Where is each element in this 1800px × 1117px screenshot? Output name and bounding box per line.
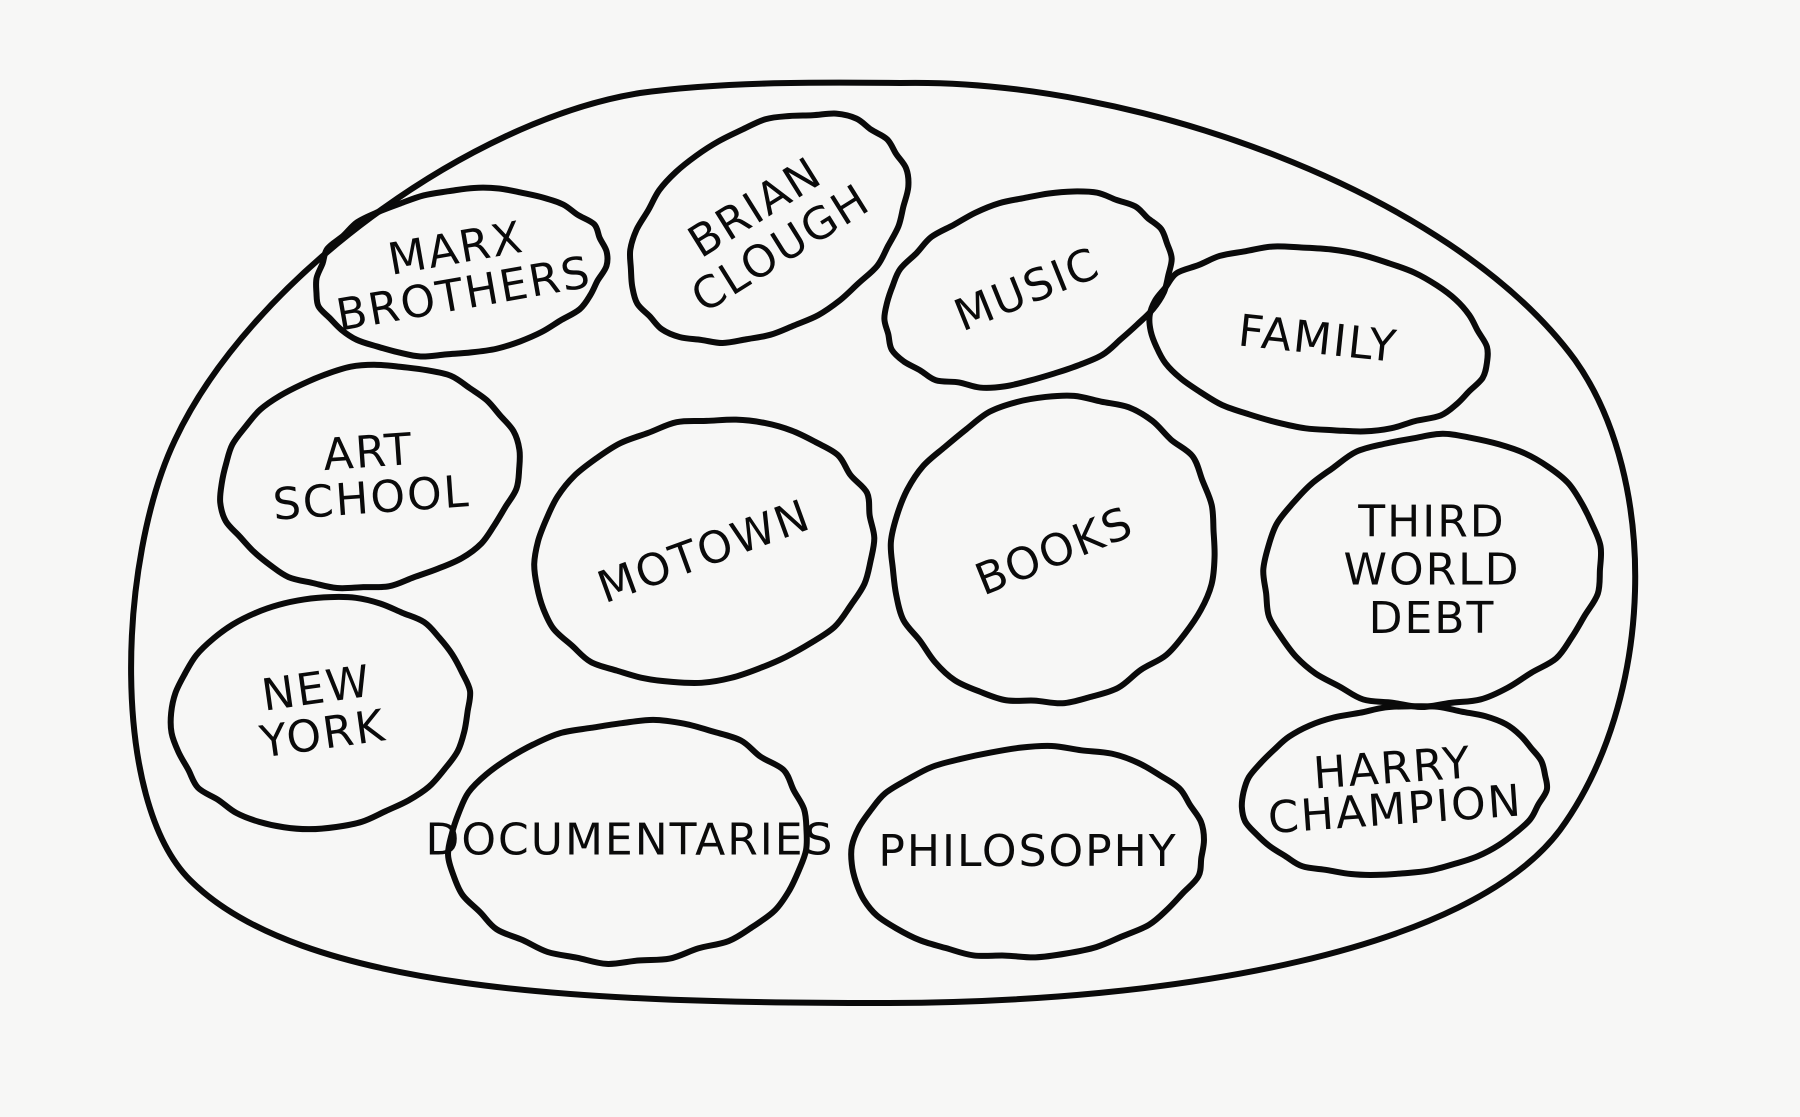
bubble-label-music: MUSIC xyxy=(947,238,1107,342)
bubble-label-line: WORLD xyxy=(1343,545,1520,596)
topic-bubble-marx-brothers: MARXBROTHERS xyxy=(313,184,611,360)
bubble-label-new-york: NEWYORK xyxy=(250,655,390,769)
bubble-label-line: ART xyxy=(322,424,416,481)
topic-bubble-documentaries: DOCUMENTARIES xyxy=(426,716,835,967)
bubble-label-line: DEBT xyxy=(1369,593,1496,644)
topic-bubble-motown: MOTOWN xyxy=(531,416,878,687)
bubble-label-line: SCHOOL xyxy=(271,466,472,531)
bubble-label-motown: MOTOWN xyxy=(591,490,818,614)
bubble-label-harry-champion: HARRYCHAMPION xyxy=(1263,734,1524,844)
bubble-outline-philosophy xyxy=(848,742,1207,961)
bubble-label-line: HARRY xyxy=(1312,737,1474,799)
outer-boundary xyxy=(128,79,1639,1006)
bubble-label-philosophy: PHILOSOPHY xyxy=(878,826,1177,877)
bubble-outline-books xyxy=(887,392,1218,707)
bubble-outline-third-world-debt xyxy=(1260,430,1605,711)
bubble-label-line: THIRD xyxy=(1357,496,1505,547)
topic-bubble-books: BOOKS xyxy=(887,392,1218,707)
bubble-outline-motown xyxy=(531,416,878,687)
topic-bubble-family: FAMILY xyxy=(1146,243,1491,435)
bubble-outline-family xyxy=(1146,243,1491,435)
bubble-label-line: MOTOWN xyxy=(591,490,818,614)
bubble-label-line: PHILOSOPHY xyxy=(878,826,1177,877)
topic-bubble-new-york: NEWYORK xyxy=(167,593,474,833)
bubble-label-books: BOOKS xyxy=(968,497,1141,606)
bubble-outline-marx-brothers xyxy=(313,184,611,360)
bubble-label-line: BOOKS xyxy=(968,497,1141,606)
bubble-label-line: MUSIC xyxy=(947,238,1107,342)
topic-bubble-harry-champion: HARRYCHAMPION xyxy=(1238,703,1551,878)
bubble-outline-new-york xyxy=(167,593,474,833)
bubble-outline-documentaries xyxy=(445,716,810,967)
bubble-outline-art-school xyxy=(217,361,523,592)
topic-bubble-philosophy: PHILOSOPHY xyxy=(848,742,1207,961)
bubble-outline-harry-champion xyxy=(1238,703,1551,878)
bubble-label-family: FAMILY xyxy=(1236,305,1400,372)
bubble-label-documentaries: DOCUMENTARIES xyxy=(426,815,835,866)
topic-bubble-art-school: ARTSCHOOL xyxy=(217,361,523,592)
bubble-outline-brian-clough xyxy=(626,110,912,346)
bubble-label-line: CHAMPION xyxy=(1266,775,1524,844)
bubble-label-art-school: ARTSCHOOL xyxy=(268,420,472,531)
bubble-label-line: FAMILY xyxy=(1236,305,1400,372)
bubble-outline-music xyxy=(881,188,1175,391)
bubble-label-line: DOCUMENTARIES xyxy=(426,815,835,866)
topic-bubble-brian-clough: BRIANCLOUGH xyxy=(626,110,912,346)
